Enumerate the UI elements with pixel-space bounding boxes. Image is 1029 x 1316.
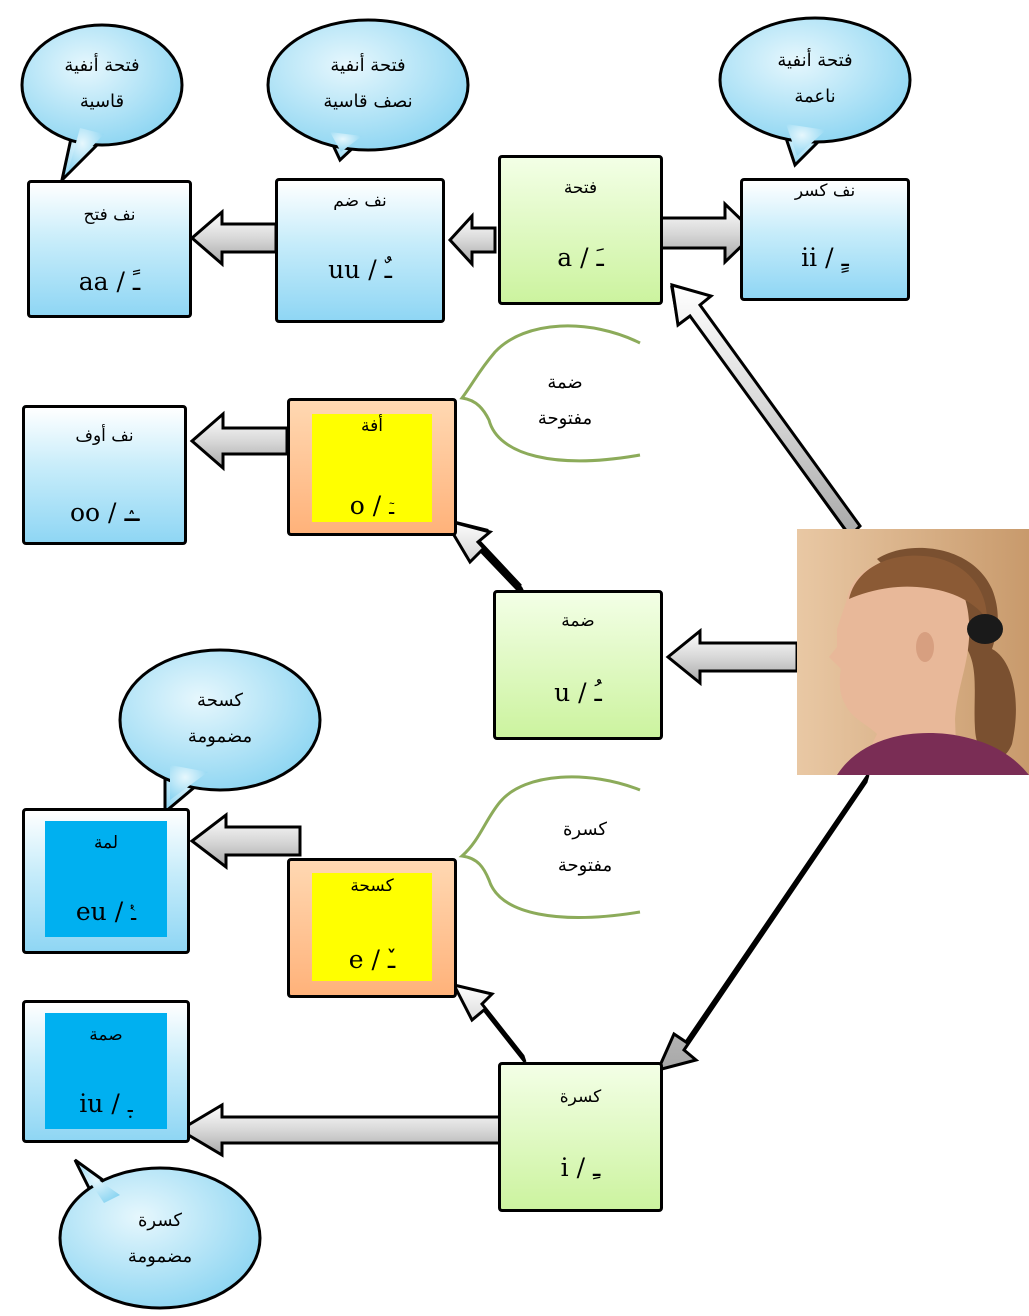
- box-fatha-label: فتحة: [563, 178, 598, 198]
- box-fatha: فتحة a / ـَ: [498, 155, 663, 305]
- box-nafdam: نف ضم uu / ـٌ: [275, 178, 445, 323]
- bubble-line: قاسية: [79, 91, 125, 112]
- bubble-rounded-kasra: [58, 1158, 262, 1310]
- box-nafdam-label: نف ضم: [333, 191, 387, 211]
- box-kasha-label: كسحة: [350, 876, 394, 896]
- bubble-hard-nasal-fatha: [20, 23, 184, 185]
- box-lamma-code: eu / ـٝ: [75, 897, 137, 926]
- bubble-soft-nasal-fatha-text: فتحة أنفية ناعمة: [745, 43, 885, 115]
- bubble-semi-hard-nasal-fatha: [266, 18, 470, 163]
- bubble-line: ناعمة: [794, 86, 836, 107]
- bubble-line: كسرة: [138, 1210, 182, 1231]
- box-samma: صمة iu / ـٜ: [22, 1000, 190, 1143]
- arrow-to-samma: [177, 1102, 502, 1158]
- box-nafof-code: oo / ـٛ: [69, 498, 140, 527]
- bubble-line: مضمومة: [187, 726, 253, 747]
- bubble-line: نصف قاسية: [323, 91, 413, 112]
- box-naffath: نف فتح aa / ـً: [27, 180, 192, 318]
- bubble-open-kasra-text: كسرة مفتوحة: [520, 812, 650, 884]
- box-naffath-code: aa / ـً: [78, 267, 141, 296]
- bubble-line: كسرة: [563, 819, 607, 840]
- box-lamma-label: لمة: [93, 833, 119, 853]
- bubble-hard-nasal-fatha-text: فتحة أنفية قاسية: [32, 48, 172, 120]
- box-fatha-code: a / ـَ: [557, 243, 604, 272]
- box-affa: أفة o / ـٙ: [287, 398, 457, 536]
- bubble-open-kasra: [458, 775, 641, 919]
- box-nafof: نف أوف oo / ـٛ: [22, 405, 187, 545]
- bubble-line: كسحة: [197, 690, 243, 711]
- box-nafdam-code: uu / ـٌ: [328, 255, 392, 284]
- bubble-rounded-kasha-text: كسحة مضمومة: [150, 683, 290, 755]
- box-kasha: كسحة e / ـٚ: [287, 858, 457, 998]
- box-samma-label: صمة: [89, 1025, 123, 1045]
- box-kasra-label: كسرة: [559, 1087, 602, 1107]
- bubble-line: فتحة أنفية: [777, 50, 853, 71]
- arrow-to-nafof: [189, 410, 289, 472]
- box-kasra-code: i / ـِ: [560, 1153, 601, 1182]
- bubble-line: مضمومة: [127, 1246, 193, 1267]
- box-nafkasr-code: ii / ـٍ: [801, 243, 849, 272]
- box-damma-label: ضمة: [561, 611, 595, 631]
- woman-profile-photo: [797, 529, 1029, 775]
- bubble-soft-nasal-fatha: [718, 16, 912, 168]
- box-lamma: لمة eu / ـٝ: [22, 808, 190, 954]
- arrow-to-naffath: [189, 208, 278, 268]
- bubble-line: مفتوحة: [537, 408, 593, 429]
- box-nafkasr: نف كسر ii / ـٍ: [740, 178, 910, 301]
- bubble-line: فتحة أنفية: [330, 55, 406, 76]
- bubble-line: ضمة: [547, 372, 583, 393]
- box-kasha-code: e / ـٚ: [348, 945, 396, 974]
- box-nafof-label: نف أوف: [75, 426, 134, 446]
- arrow-to-lamma: [189, 811, 302, 871]
- bubble-line: مفتوحة: [557, 855, 613, 876]
- arrows: [177, 200, 870, 1158]
- box-damma: ضمة u / ـُ: [493, 590, 663, 740]
- box-affa-code: o / ـٙ: [349, 491, 395, 520]
- box-lamma-highlight: [45, 821, 167, 937]
- box-kasra: كسرة i / ـِ: [498, 1062, 663, 1212]
- box-affa-label: أفة: [361, 416, 383, 436]
- bubble-rounded-kasha: [118, 648, 322, 816]
- bubble-open-damma: [459, 324, 641, 463]
- box-samma-highlight: [45, 1013, 167, 1129]
- arrow-to-damma: [665, 627, 799, 687]
- box-damma-code: u / ـُ: [554, 678, 602, 707]
- bubble-line: فتحة أنفية: [64, 55, 140, 76]
- photo-icon: [797, 529, 1029, 775]
- arrow-to-nafdam: [447, 212, 497, 268]
- box-nafkasr-label: نف كسر: [794, 181, 856, 201]
- box-samma-code: iu / ـٜ: [79, 1089, 133, 1118]
- box-naffath-label: نف فتح: [83, 205, 136, 225]
- bubble-semi-hard-nasal-fatha-text: فتحة أنفية نصف قاسية: [288, 48, 448, 120]
- box-affa-highlight: [312, 414, 432, 522]
- bubble-rounded-kasra-text: كسرة مضمومة: [90, 1203, 230, 1275]
- bubble-open-damma-text: ضمة مفتوحة: [500, 365, 630, 437]
- box-kasha-highlight: [312, 873, 432, 981]
